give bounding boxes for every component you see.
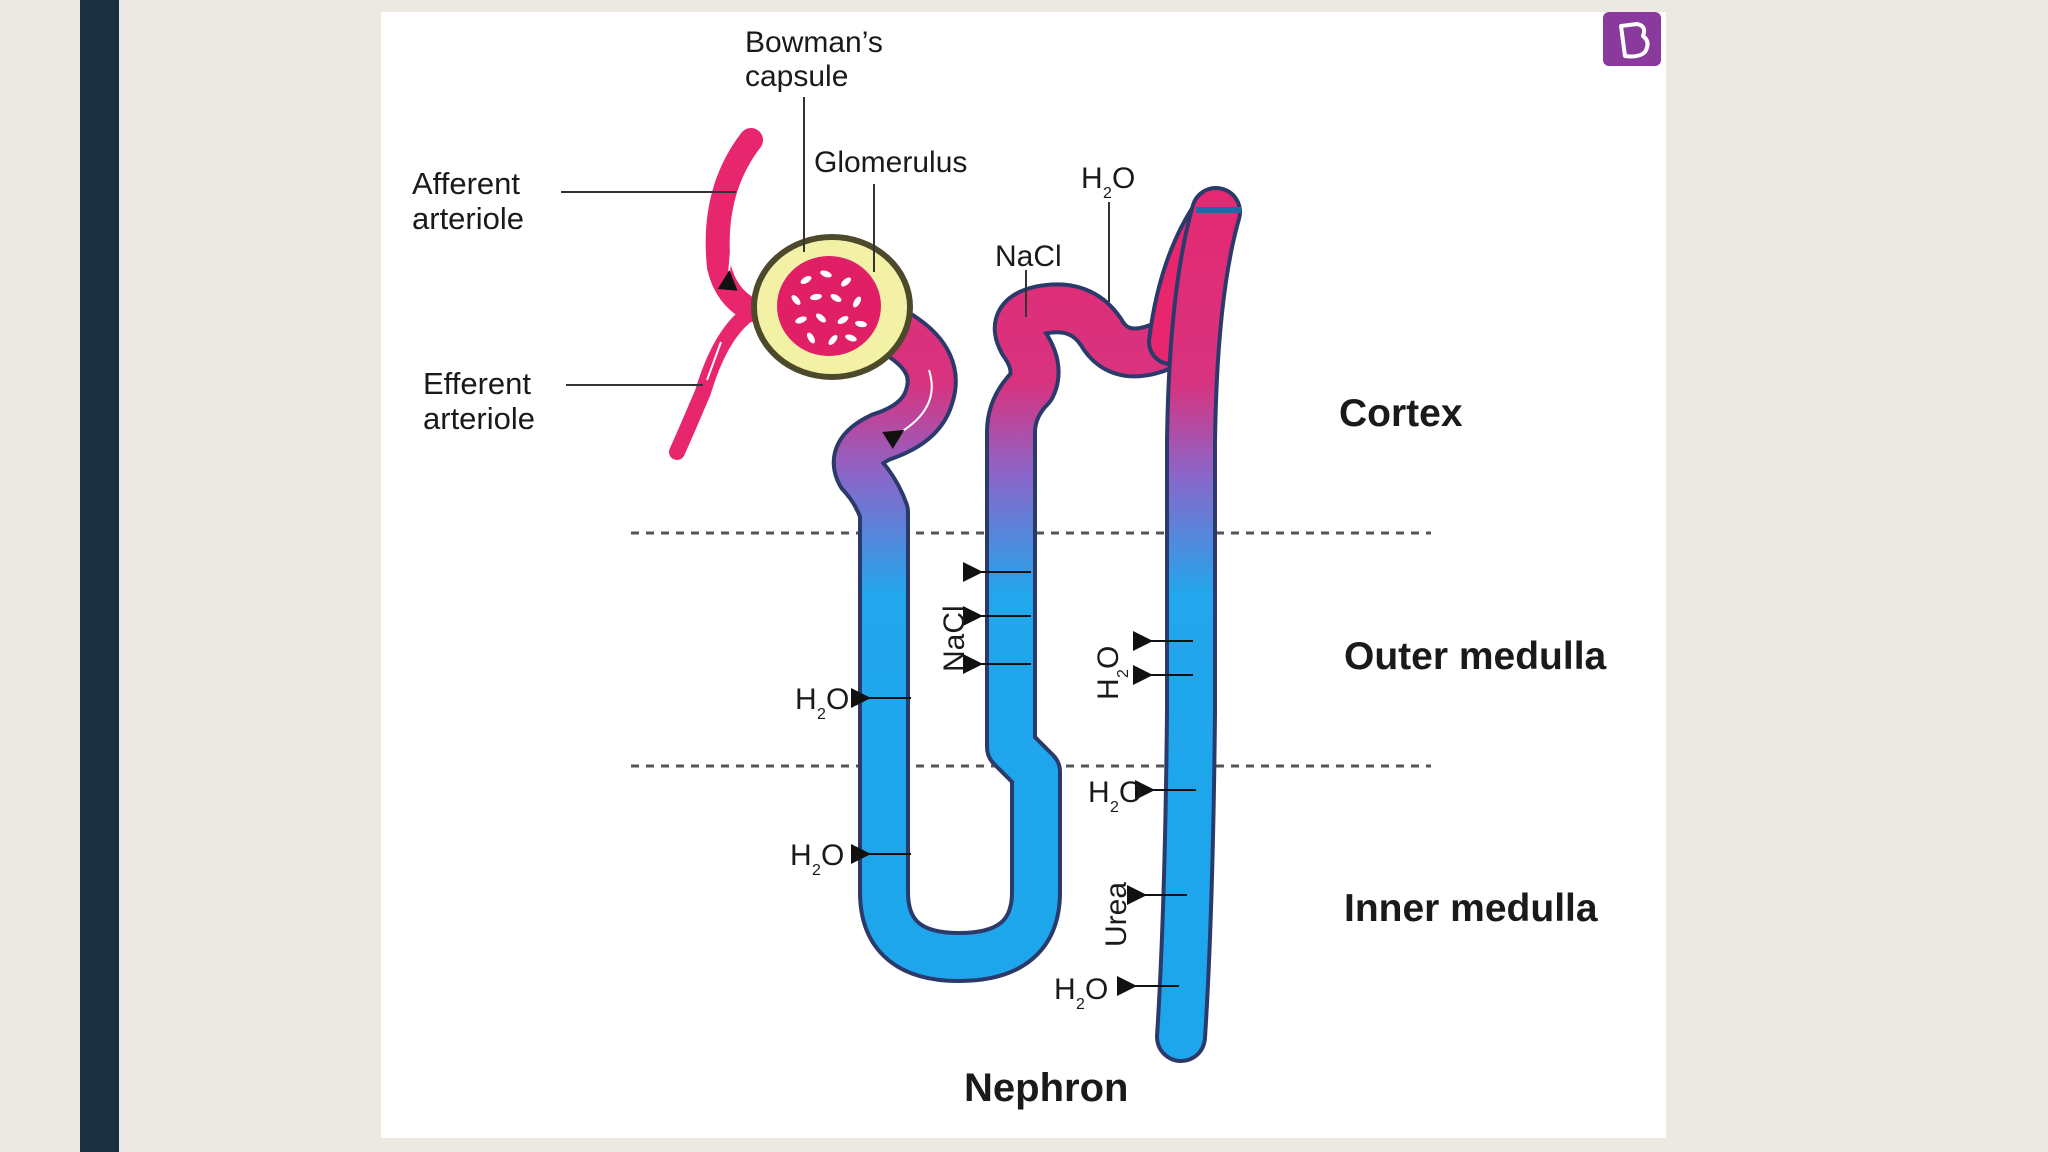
efferent-arteriole-label: Efferent arteriole — [423, 366, 535, 436]
h2o-label-descending-1: H 2 O — [795, 683, 849, 723]
transport-arrows — [851, 562, 1196, 996]
h2o-vertical-label: H 2 O — [1092, 646, 1132, 700]
diagram-title: Nephron — [964, 1066, 1128, 1110]
svg-text:arteriole: arteriole — [412, 201, 524, 236]
slide-panel: Bowman’s capsule Glomerulus Afferent art… — [381, 12, 1666, 1138]
afferent-arteriole-label: Afferent arteriole — [412, 166, 524, 236]
svg-text:Efferent: Efferent — [423, 366, 531, 401]
nephron-tubule — [831, 186, 1242, 1063]
inner-medulla-label: Inner medulla — [1344, 887, 1598, 930]
svg-text:H: H — [1088, 776, 1110, 809]
svg-text:2: 2 — [812, 862, 821, 879]
afferent-arteriole — [705, 128, 763, 322]
svg-text:2: 2 — [1115, 669, 1132, 678]
leader-lines — [561, 97, 1110, 386]
nephron-diagram: Bowman’s capsule Glomerulus Afferent art… — [412, 12, 1661, 1110]
h2o-label-collecting-4: H 2 O — [1054, 973, 1108, 1013]
svg-text:H: H — [795, 683, 817, 716]
svg-text:O: O — [1119, 776, 1142, 809]
h2o-label-descending-2: H 2 O — [790, 839, 844, 879]
svg-text:O: O — [826, 683, 849, 716]
svg-text:H: H — [790, 839, 812, 872]
svg-text:O: O — [1092, 646, 1125, 669]
svg-text:O: O — [821, 839, 844, 872]
svg-text:2: 2 — [1110, 799, 1119, 816]
glomerulus-label: Glomerulus — [814, 146, 967, 179]
h2o-top-label: H 2 O — [1081, 162, 1135, 202]
bowmans-capsule-label: Bowman’s capsule — [745, 26, 883, 93]
nacl-top-label: NaCl — [995, 240, 1062, 273]
svg-text:2: 2 — [1103, 185, 1112, 202]
svg-text:2: 2 — [1076, 996, 1085, 1013]
urea-label: Urea — [1100, 882, 1133, 947]
svg-text:capsule: capsule — [745, 60, 848, 93]
outer-medulla-label: Outer medulla — [1344, 635, 1607, 678]
svg-text:Afferent: Afferent — [412, 166, 520, 201]
cortex-label: Cortex — [1339, 392, 1463, 435]
svg-text:O: O — [1085, 973, 1108, 1006]
glomerulus — [777, 256, 881, 356]
byjus-logo-icon — [1603, 12, 1661, 66]
svg-text:2: 2 — [817, 706, 826, 723]
svg-text:H: H — [1054, 973, 1076, 1006]
h2o-label-collecting-3: H 2 O — [1088, 776, 1142, 816]
svg-text:Bowman’s: Bowman’s — [745, 26, 883, 59]
efferent-arteriole — [669, 304, 759, 460]
svg-text:arteriole: arteriole — [423, 401, 535, 436]
svg-text:O: O — [1112, 162, 1135, 195]
svg-text:H: H — [1092, 678, 1125, 700]
sidebar-bar — [80, 0, 119, 1152]
svg-text:H: H — [1081, 162, 1103, 195]
nacl-vertical-label: NaCl — [938, 605, 971, 672]
